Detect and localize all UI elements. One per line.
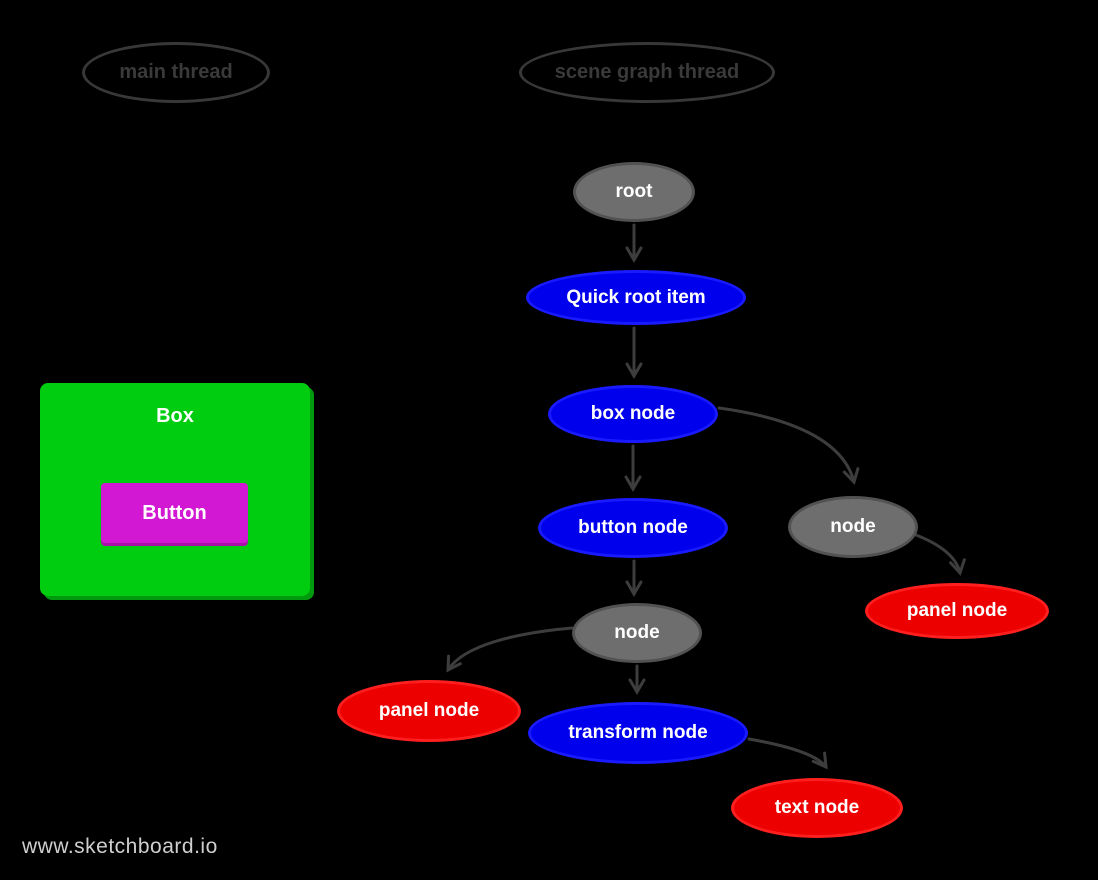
node-box-node[interactable]: box node <box>548 385 718 443</box>
node-node-right[interactable]: node <box>788 496 918 558</box>
edge-node-middle-to-panel-node-left[interactable] <box>446 626 574 673</box>
node-quick-root-item[interactable]: Quick root item <box>526 270 746 325</box>
node-label: text node <box>774 797 860 818</box>
node-text-node[interactable]: text node <box>731 778 903 838</box>
edge-box-node-to-node-right[interactable] <box>717 406 860 485</box>
main-thread-ellipse[interactable]: main thread <box>82 42 270 103</box>
box-label: Box <box>156 405 194 427</box>
button-shape[interactable]: Button <box>101 483 248 543</box>
node-panel-node-right[interactable]: panel node <box>865 583 1049 639</box>
node-label: button node <box>578 517 688 538</box>
node-label: panel node <box>906 600 1008 621</box>
node-label: transform node <box>568 722 708 743</box>
node-label: node <box>614 622 660 643</box>
node-label: panel node <box>378 700 480 721</box>
box-shape[interactable]: Box Button <box>40 383 310 596</box>
sketchboard-watermark: www.sketchboard.io <box>22 835 218 858</box>
edge-transform-node-to-text-node[interactable] <box>747 737 828 770</box>
node-label: root <box>615 181 653 202</box>
node-label: node <box>830 516 876 537</box>
node-panel-node-left[interactable]: panel node <box>337 680 521 742</box>
node-label: Quick root item <box>566 286 706 308</box>
node-transform-node[interactable]: transform node <box>528 702 748 764</box>
node-root[interactable]: root <box>573 162 695 222</box>
node-button-node[interactable]: button node <box>538 498 728 558</box>
scene-graph-thread-ellipse[interactable]: scene graph thread <box>519 42 775 103</box>
edge-node-right-to-panel-node-right[interactable] <box>914 533 966 576</box>
node-node-middle[interactable]: node <box>572 603 702 663</box>
scene-graph-thread-label: scene graph thread <box>554 61 740 83</box>
node-label: box node <box>590 403 676 424</box>
main-thread-label: main thread <box>119 61 233 83</box>
button-label: Button <box>142 501 207 524</box>
